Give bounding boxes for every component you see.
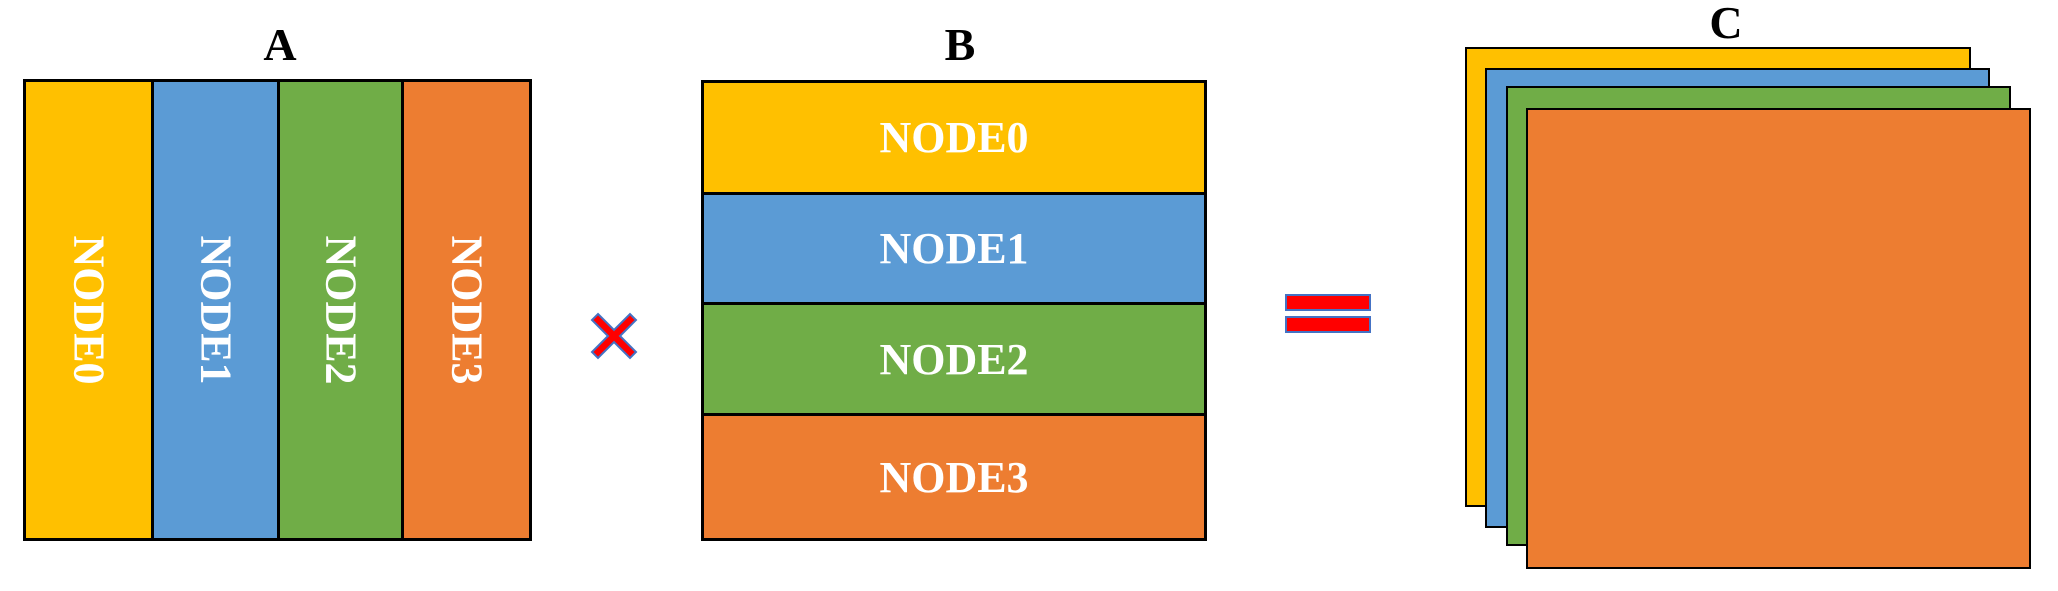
matrix-c-label: C	[1709, 0, 1743, 48]
matrix-a-column-node1: NODE1	[154, 82, 280, 538]
matrix-b-row-label: NODE0	[879, 113, 1029, 162]
matrix-c-layer-orange	[1526, 108, 2031, 569]
matrix-b-row-node1: NODE1	[704, 195, 1204, 305]
matrix-a-column-label: NODE1	[191, 235, 240, 385]
matrix-b-row-node0: NODE0	[704, 83, 1204, 195]
matrix-b-row-label: NODE2	[879, 334, 1029, 384]
matrix-a-column-node2: NODE2	[280, 82, 404, 538]
matrix-a-label: A	[263, 19, 297, 70]
matrix-b-row-node3: NODE3	[704, 416, 1204, 538]
matrix-a: NODE0 NODE1 NODE2 NODE3	[23, 79, 532, 541]
multiply-icon	[590, 312, 638, 360]
matrix-a-column-label: NODE0	[64, 235, 113, 385]
equals-icon	[1285, 294, 1371, 333]
matrix-a-column-node0: NODE0	[26, 82, 154, 538]
matrix-b-row-node2: NODE2	[704, 305, 1204, 416]
matrix-a-column-node3: NODE3	[404, 82, 529, 538]
matrix-b-label: B	[944, 19, 976, 70]
matrix-a-column-label: NODE2	[316, 235, 365, 385]
matrix-b-row-label: NODE1	[879, 224, 1029, 273]
matrix-b-row-label: NODE3	[879, 452, 1029, 502]
matrix-a-column-label: NODE3	[442, 235, 491, 385]
matrix-b: NODE0 NODE1 NODE2 NODE3	[701, 80, 1207, 541]
